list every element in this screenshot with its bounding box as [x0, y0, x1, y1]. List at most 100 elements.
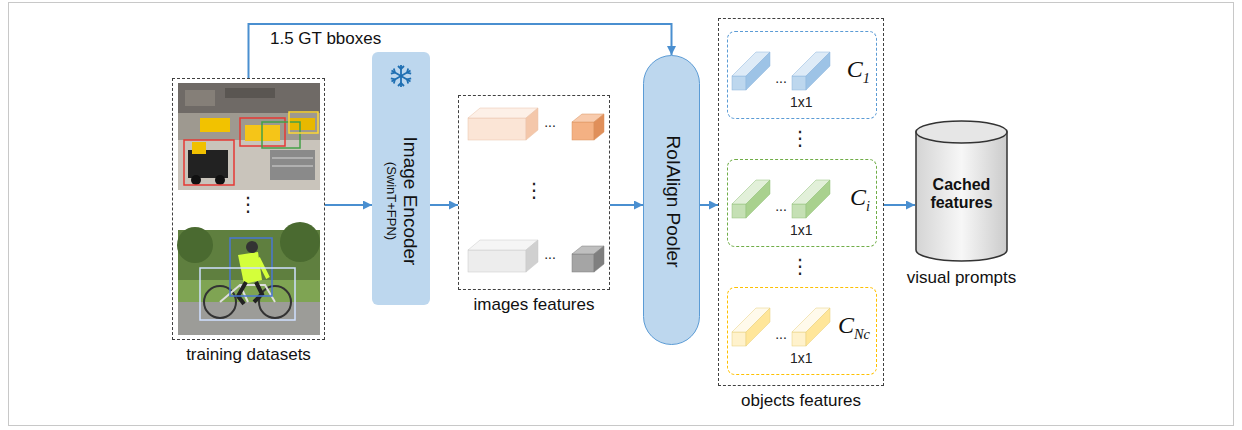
panel-caption: images features: [474, 295, 595, 315]
frozen-icon: [391, 68, 397, 75]
toy-scene-photo: [225, 88, 275, 98]
cache-text: Cached features: [921, 176, 1002, 213]
feature-cuboids: [594, 246, 604, 272]
ellipsis-mark: ⋮: [790, 126, 810, 150]
ellipsis-mark: ...: [775, 198, 787, 214]
block-title: RoIAlign Pooler: [662, 135, 684, 267]
toy-scene-photo: [191, 175, 201, 185]
frozen-icon: [390, 68, 412, 84]
class-symbol: Ci: [850, 184, 870, 214]
object-panel: objects featuresC1CiCNc: [718, 18, 884, 386]
object-cuboids: [746, 52, 770, 90]
toy-scene-photo: [184, 140, 234, 185]
feature-cuboids: [594, 114, 604, 140]
object-cuboids: [732, 76, 746, 90]
toy-scene-photo: [270, 150, 315, 180]
toy-scene-photo: [178, 83, 320, 113]
cache-text: visual prompts: [907, 268, 1017, 288]
flow-arrow: [430, 204, 458, 206]
panel-caption: objects features: [741, 391, 861, 411]
object-cuboids: [732, 332, 746, 346]
feature-cuboids: [468, 250, 526, 272]
cyclist-photo: [177, 227, 213, 263]
toy-scene-photo: [178, 83, 320, 190]
connector-group: [249, 24, 916, 205]
size-label: 1x1: [790, 94, 813, 110]
flow-arrow: [249, 24, 672, 78]
object-cuboids: [792, 76, 806, 90]
frozen-icon: [406, 68, 412, 75]
cyclist-photo: [246, 241, 258, 253]
flow-arrow: [700, 204, 718, 206]
pooler-block: RoIAlign Pooler: [643, 55, 700, 345]
object-cuboids: [732, 52, 830, 346]
toy-scene-photo: [290, 118, 315, 130]
cyclist-photo: [177, 222, 320, 335]
toy-scene-photo: [272, 157, 313, 159]
block-title: (SwinT+FPN): [382, 161, 397, 239]
class-symbol: CNc: [838, 312, 870, 342]
toy-scene-photo: [192, 142, 206, 154]
toy-scene-photo: [215, 175, 225, 185]
flow-arrow: [610, 204, 643, 206]
cylinder-shape: [916, 132, 1007, 261]
flow-arrow: [325, 204, 372, 206]
frozen-icon: [391, 77, 397, 84]
rotated-text-frame: Image Encoder(SwinT+FPN): [372, 52, 430, 305]
feature-cuboids: [526, 108, 538, 140]
rotated-text-frame: RoIAlign Pooler: [644, 56, 701, 346]
ellipsis-mark: ⋮: [524, 178, 544, 202]
ellipsis-mark: ...: [544, 114, 556, 130]
cyclist-photo: [238, 282, 246, 304]
feature-cuboids: [468, 118, 526, 140]
ellipsis-mark: ...: [775, 326, 787, 342]
flow-arrow: [884, 204, 915, 206]
toy-scene-photo: [185, 90, 215, 106]
toy-scene-photo: [272, 165, 313, 167]
size-label: 1x1: [790, 350, 813, 366]
frozen-icon: [390, 68, 412, 84]
object-cuboids: [792, 204, 806, 218]
ellipsis-mark: ⋮: [790, 254, 810, 278]
class-symbol: C1: [847, 56, 870, 86]
toy-scene-photo: [262, 122, 300, 148]
feature-cuboids: [572, 122, 594, 140]
size-label: 1x1: [790, 222, 813, 238]
frozen-icon: [390, 65, 412, 87]
object-cuboids: [746, 180, 770, 218]
cache-cylinder: Cached featuresvisual prompts: [915, 120, 1008, 262]
object-cuboids: [732, 204, 746, 218]
cyclist-photo: [230, 238, 272, 296]
object-cuboids: [792, 332, 806, 346]
panel-caption: training datasets: [186, 345, 311, 365]
object-cuboids: [746, 308, 770, 346]
toy-scene-photo: [178, 83, 320, 190]
object-cuboids: [806, 308, 830, 346]
edge-label: 1.5 GT bboxes: [268, 29, 383, 49]
cyclist-photo: [200, 268, 295, 320]
feature-cuboids: [526, 240, 538, 272]
encoder-block: Image Encoder(SwinT+FPN): [372, 52, 430, 305]
toy-scene-photo: [289, 112, 318, 133]
frozen-icon: [389, 64, 413, 88]
cyclist-photo: [254, 282, 262, 302]
toy-scene-photo: [188, 150, 228, 178]
cylinder-shape: [916, 121, 1007, 143]
frozen-icon: [406, 77, 412, 84]
toy-scene-photo: [200, 118, 230, 132]
object-cuboids: [806, 180, 830, 218]
block-title: Image Encoder: [399, 136, 421, 265]
feature-cuboids: [468, 108, 604, 272]
outer-frame: [9, 3, 1234, 426]
ellipsis-mark: ⋮: [238, 192, 258, 216]
frozen-icon: [398, 83, 404, 86]
object-cuboids: [806, 52, 830, 90]
feature-cuboids: [572, 254, 594, 272]
frozen-icon: [398, 66, 404, 69]
cyclist-photo: [280, 222, 320, 262]
ellipsis-mark: ...: [544, 246, 556, 262]
